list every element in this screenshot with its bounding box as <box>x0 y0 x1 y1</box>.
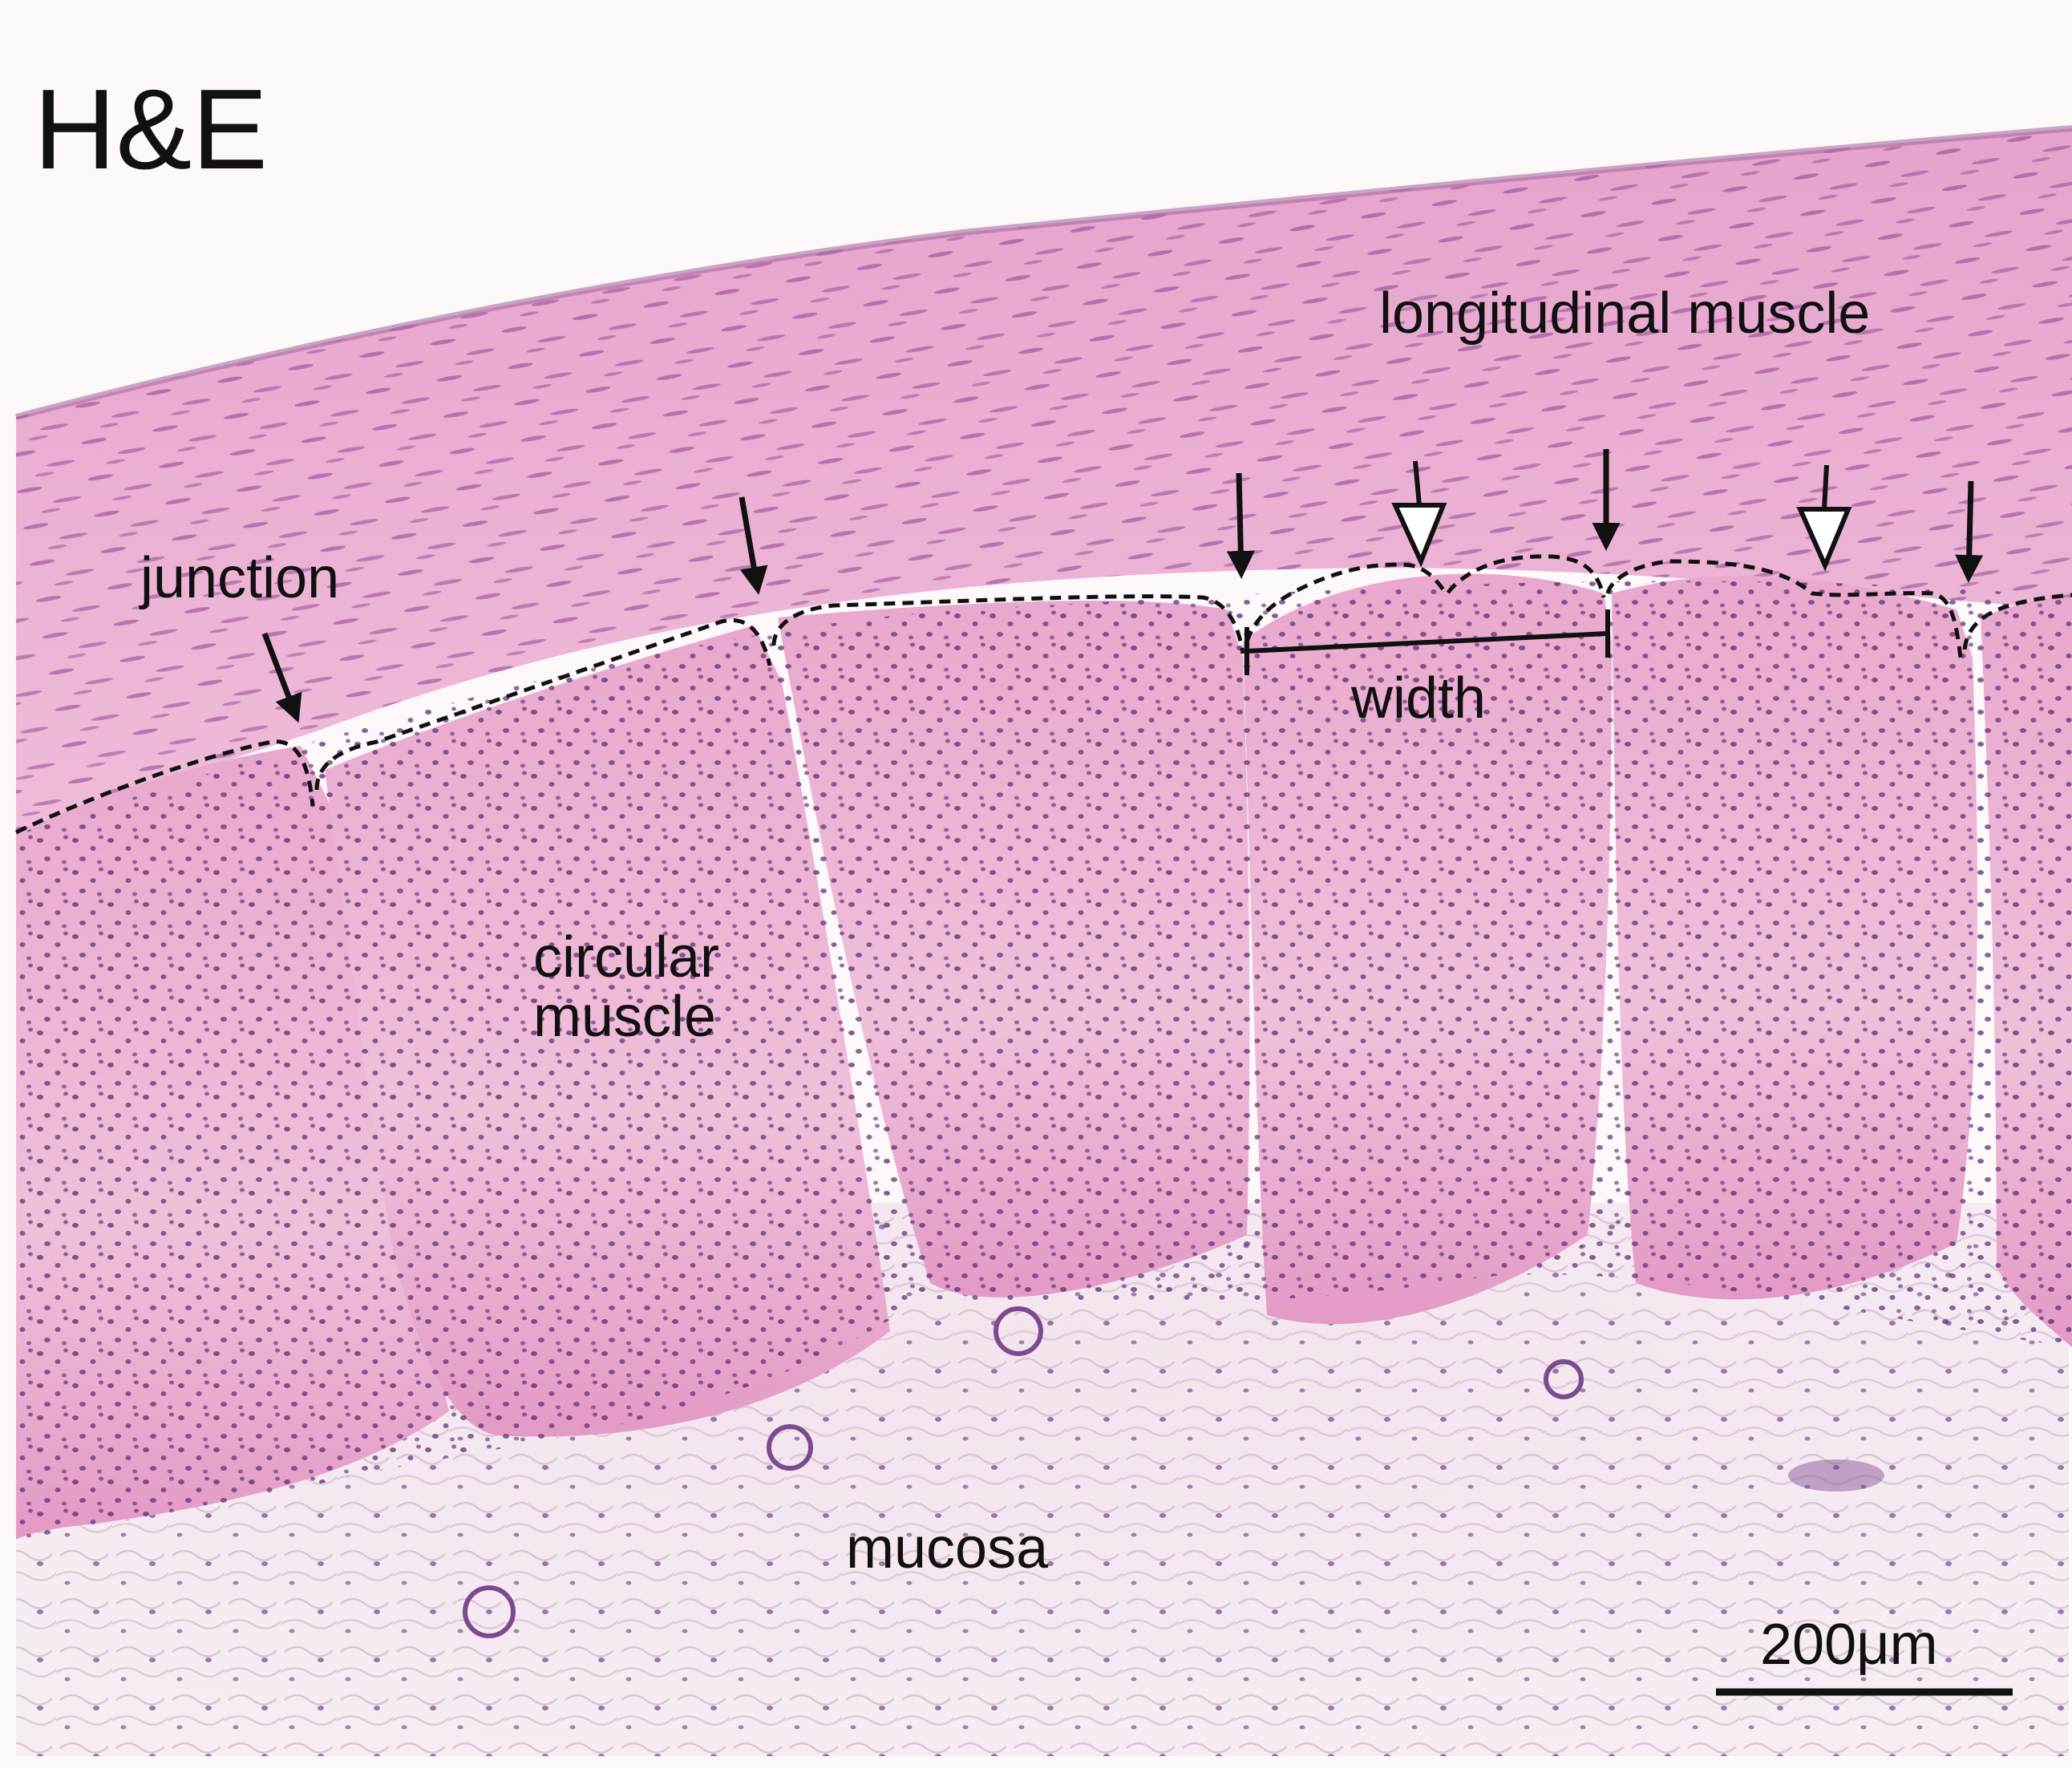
arrow-down-icon <box>1226 472 1255 579</box>
open-arrowhead-icon <box>1391 460 1447 568</box>
scale-bar-label: 200μm <box>1760 1613 1938 1677</box>
width-label: width <box>1350 666 1486 731</box>
junction-label: junction <box>139 546 339 610</box>
open-arrowhead-icon <box>1796 464 1852 572</box>
circular-muscle-layer <box>16 573 2072 1540</box>
arrow-down-icon <box>261 632 302 723</box>
arrow-down-icon <box>1955 480 1984 583</box>
mucosa-label: mucosa <box>846 1516 1049 1581</box>
circular-muscle-label-2: muscle <box>533 985 716 1049</box>
longitudinal-muscle-label: longitudinal muscle <box>1379 281 1870 346</box>
junction-boundary-line <box>14 554 2072 835</box>
longitudinal-muscle-layer <box>14 125 2072 834</box>
panel-label: H&E <box>34 66 268 193</box>
circular-muscle-label: circular <box>533 925 719 990</box>
width-measurement <box>1244 609 1610 675</box>
arrow-down-icon <box>739 496 768 595</box>
solid-arrows <box>261 449 1984 723</box>
open-arrows <box>1391 460 1852 572</box>
